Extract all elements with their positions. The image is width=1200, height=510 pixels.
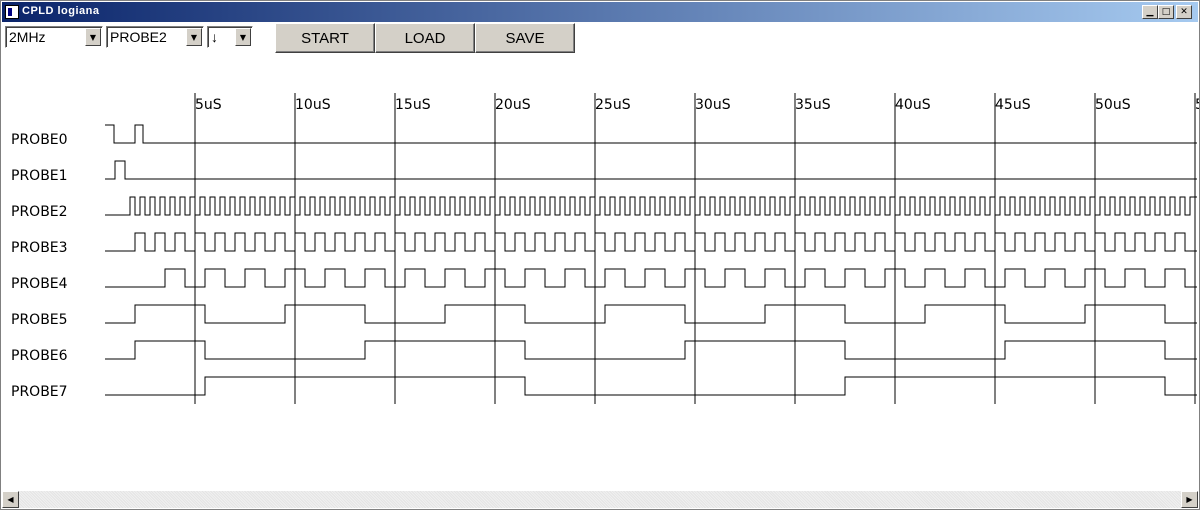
probe-waveform <box>105 232 1197 252</box>
time-tick-label: 5uS <box>195 97 222 113</box>
trigger-edge-select[interactable]: ↓ ▼ <box>207 26 253 48</box>
toolbar: 2MHz ▼ PROBE2 ▼ ↓ ▼ START LOAD SAVE <box>1 23 1199 55</box>
probe-label: PROBE6 <box>11 348 68 364</box>
probe-label: PROBE7 <box>11 384 68 400</box>
probe-label: PROBE4 <box>11 276 68 292</box>
chevron-down-icon[interactable]: ▼ <box>85 28 101 46</box>
window-controls: ▁ □ ✕ <box>1142 5 1192 19</box>
time-tick-label: 30uS <box>695 97 731 113</box>
scrollbar-track[interactable] <box>19 491 1181 508</box>
time-tick-label: 15uS <box>395 97 431 113</box>
waveform-canvas: 5uS 10uS 15uS 20uS 25uS 30uS 35uS 40uS 45uS 50uS 5… <box>11 93 1199 404</box>
trigger-probe-value: PROBE2 <box>110 29 167 45</box>
clock-rate-value: 2MHz <box>9 29 46 45</box>
time-tick-label: 45uS <box>995 97 1031 113</box>
time-tick-label: 35uS <box>795 97 831 113</box>
horizontal-scrollbar[interactable]: ◀ ▶ <box>2 491 1198 508</box>
probe-waveform <box>105 376 1197 396</box>
trigger-edge-value: ↓ <box>211 29 218 45</box>
probe-waveform <box>105 304 1197 324</box>
probe-waveform <box>105 196 1197 216</box>
waveform-area[interactable]: 5uS 10uS 15uS 20uS 25uS 30uS 35uS 40uS 45uS 50uS 5… <box>1 55 1199 491</box>
app-icon[interactable] <box>5 5 19 19</box>
scroll-left-icon[interactable]: ◀ <box>2 491 19 508</box>
probe-label: PROBE5 <box>11 312 68 328</box>
close-icon[interactable]: ✕ <box>1176 5 1192 19</box>
probe-label: PROBE2 <box>11 204 68 220</box>
probe-waveform <box>105 268 1197 288</box>
time-tick-label: 10uS <box>295 97 331 113</box>
probe-label: PROBE1 <box>11 168 68 184</box>
clock-rate-select[interactable]: 2MHz ▼ <box>5 26 103 48</box>
probe-waveform <box>105 160 1197 180</box>
minimize-icon[interactable]: ▁ <box>1142 5 1158 19</box>
window-title: CPLD logiana <box>22 5 100 17</box>
time-tick-label: 40uS <box>895 97 931 113</box>
maximize-icon[interactable]: □ <box>1158 5 1174 19</box>
start-button[interactable]: START <box>275 23 375 53</box>
title-bar[interactable]: CPLD logiana ▁ □ ✕ <box>2 2 1198 22</box>
probe-waveform <box>105 340 1197 360</box>
trigger-probe-select[interactable]: PROBE2 ▼ <box>106 26 204 48</box>
probe-label: PROBE3 <box>11 240 68 256</box>
probe-label: PROBE0 <box>11 132 68 148</box>
time-tick-label: 25uS <box>595 97 631 113</box>
time-tick-label: 5 <box>1195 97 1199 113</box>
save-button[interactable]: SAVE <box>475 23 575 53</box>
time-tick-label: 50uS <box>1095 97 1131 113</box>
scroll-right-icon[interactable]: ▶ <box>1181 491 1198 508</box>
load-button[interactable]: LOAD <box>375 23 475 53</box>
probe-waveform <box>105 124 1197 144</box>
chevron-down-icon[interactable]: ▼ <box>235 28 251 46</box>
chevron-down-icon[interactable]: ▼ <box>186 28 202 46</box>
time-tick-label: 20uS <box>495 97 531 113</box>
